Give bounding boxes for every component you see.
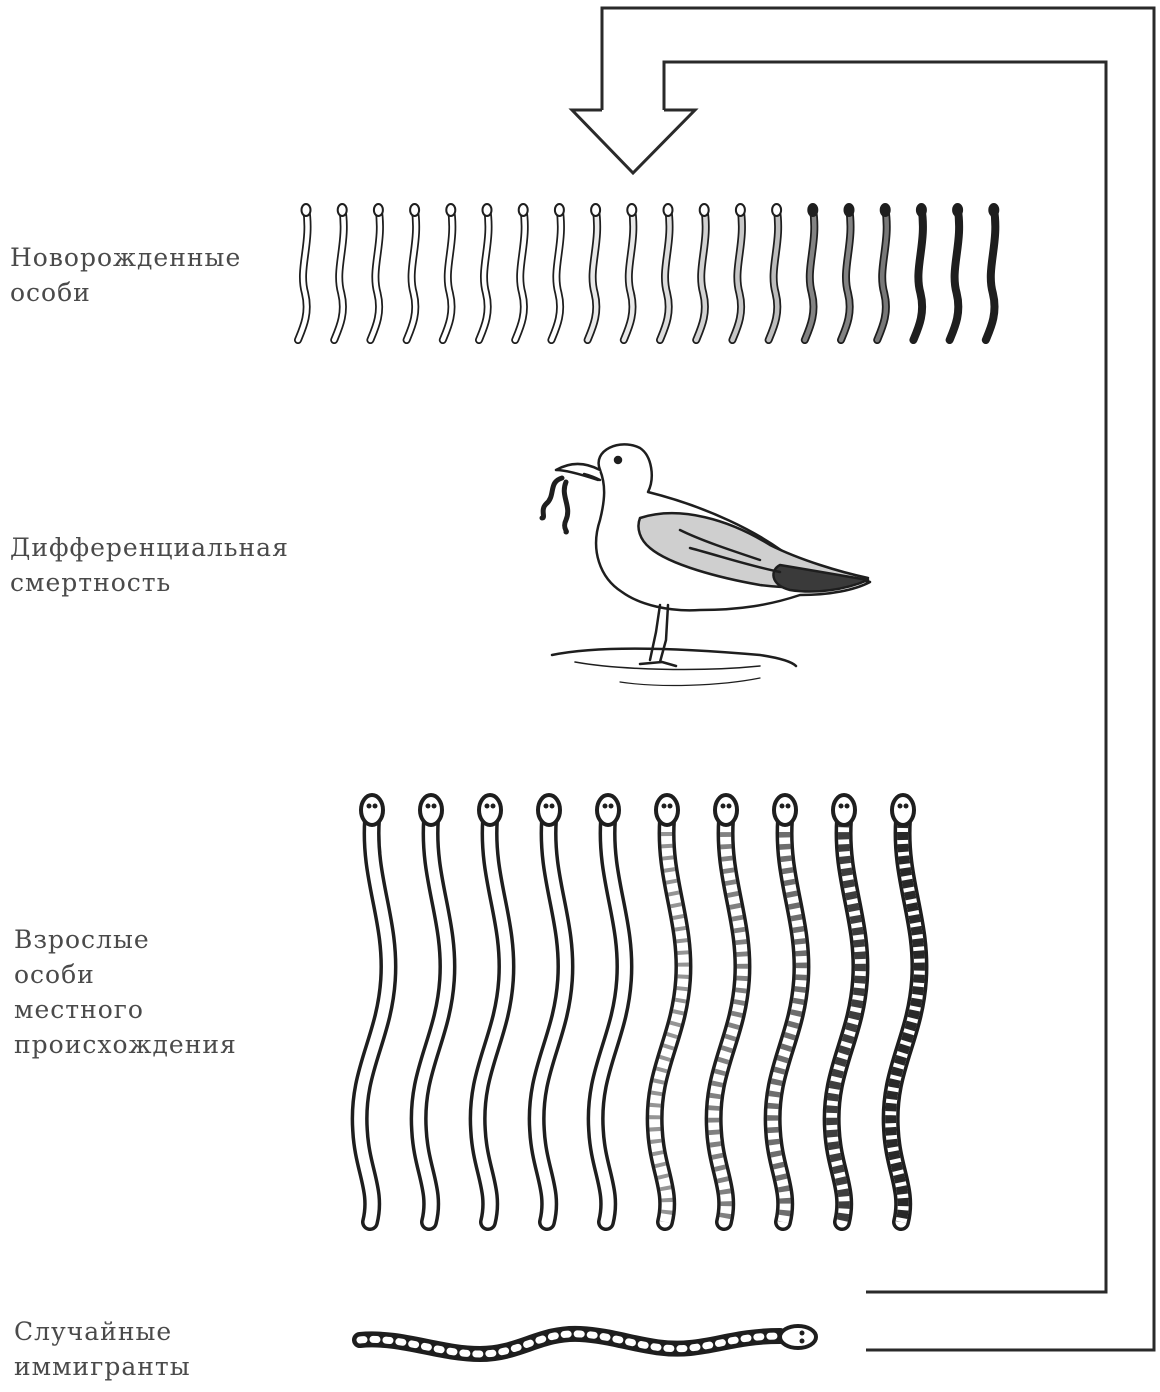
immigrant-snake [360, 1326, 816, 1354]
newborn-snake [334, 204, 347, 340]
adult-snake [419, 795, 448, 1222]
feedback-line-outer [602, 8, 1154, 1350]
newborn-snake [805, 204, 818, 340]
newborn-snake [913, 204, 926, 340]
newborn-snake [407, 204, 420, 340]
newborn-snake [732, 204, 745, 340]
newborn-snake [986, 204, 999, 340]
newborn-snake [479, 204, 492, 340]
newborn-snake [624, 204, 637, 340]
newborn-snake [515, 204, 528, 340]
feedback-loop [602, 8, 1154, 1350]
down-arrow-icon [572, 110, 695, 173]
adult-snake [537, 795, 566, 1222]
newborn-snake [877, 204, 890, 340]
adult-snake [655, 795, 684, 1222]
newborn-snake [298, 204, 311, 340]
newborn-snake [551, 204, 564, 340]
newborn-snake [443, 204, 456, 340]
newborn-snake [769, 204, 782, 340]
adult-snake [714, 795, 743, 1222]
newborn-snake [588, 204, 601, 340]
newborn-snake [950, 204, 963, 340]
adult-snake [832, 795, 861, 1222]
adult-snake [596, 795, 625, 1222]
adult-snakes-row [360, 795, 920, 1222]
newborn-snake [841, 204, 854, 340]
adult-snake [360, 795, 389, 1222]
adult-snake [891, 795, 920, 1222]
adult-snake [773, 795, 802, 1222]
adult-snake [478, 795, 507, 1222]
newborn-snakes-row [298, 204, 998, 340]
newborn-snake [660, 204, 673, 340]
newborn-snake [370, 204, 383, 340]
newborn-snake [696, 204, 709, 340]
seagull-icon [542, 444, 870, 685]
